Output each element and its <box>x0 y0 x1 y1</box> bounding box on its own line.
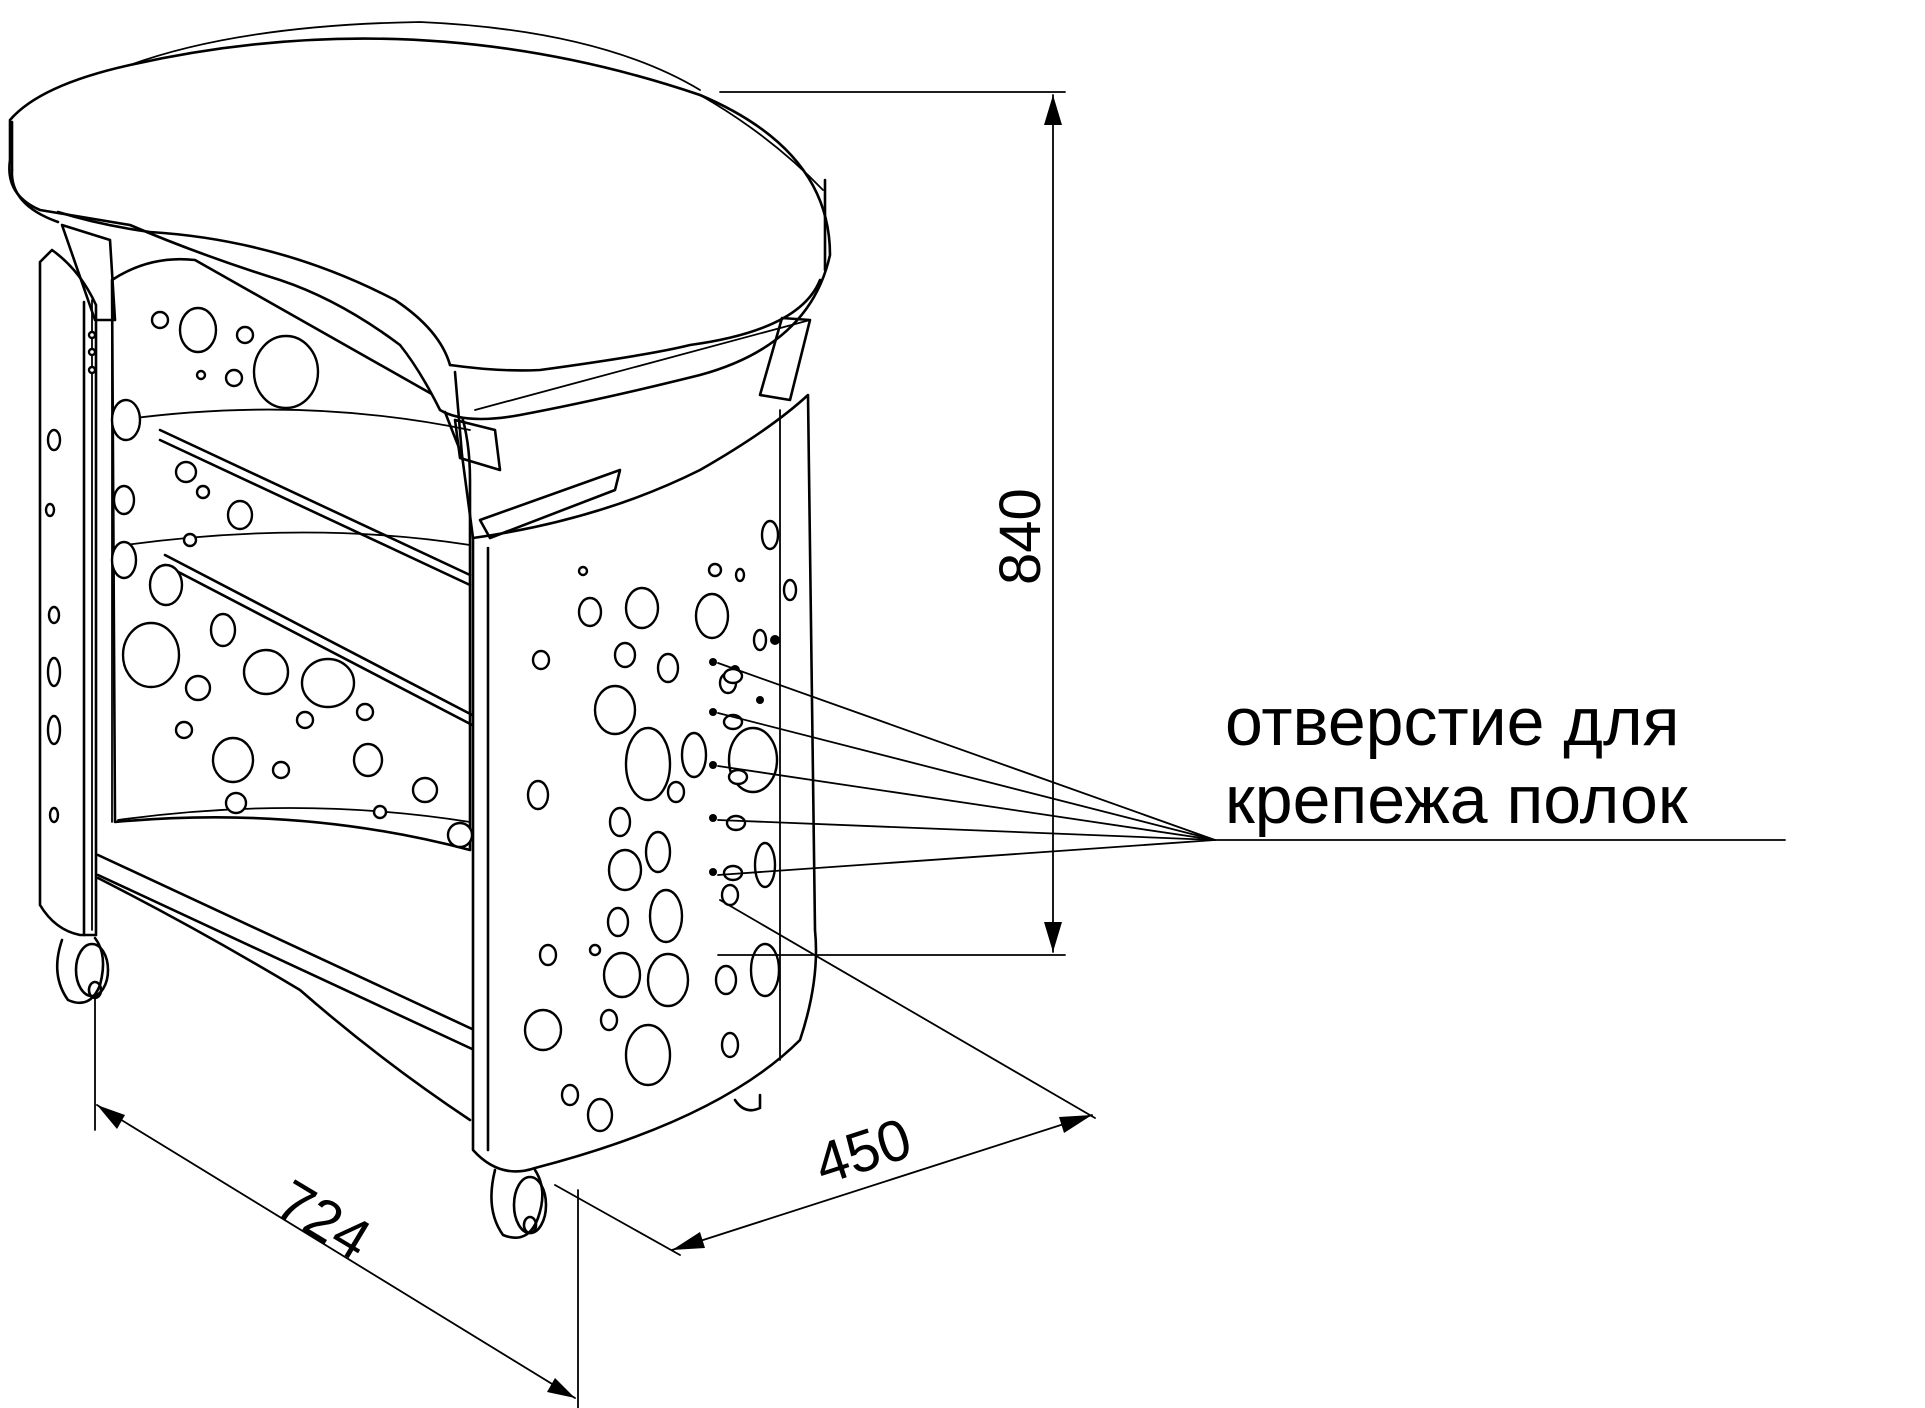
dimension-width-label: 724 <box>265 1167 381 1273</box>
caster-left <box>55 936 110 1005</box>
table-top <box>8 21 832 540</box>
front-panel <box>471 393 818 1173</box>
caster-front <box>490 1168 548 1239</box>
dimension-height-label: 840 <box>988 488 1053 585</box>
top-supports <box>60 223 812 540</box>
bottom-rail <box>96 853 487 1122</box>
dimension-height: 840 <box>717 91 1066 956</box>
casters <box>55 936 762 1239</box>
caster-right <box>733 1093 762 1112</box>
back-panel <box>110 257 480 852</box>
callout-leaders <box>717 662 1786 876</box>
dimension-depth-label: 450 <box>807 1106 919 1198</box>
callout-line-2: крепежа полок <box>1225 762 1689 838</box>
left-rear-post <box>38 248 98 937</box>
callout-line-1: отверстие для <box>1225 684 1679 760</box>
